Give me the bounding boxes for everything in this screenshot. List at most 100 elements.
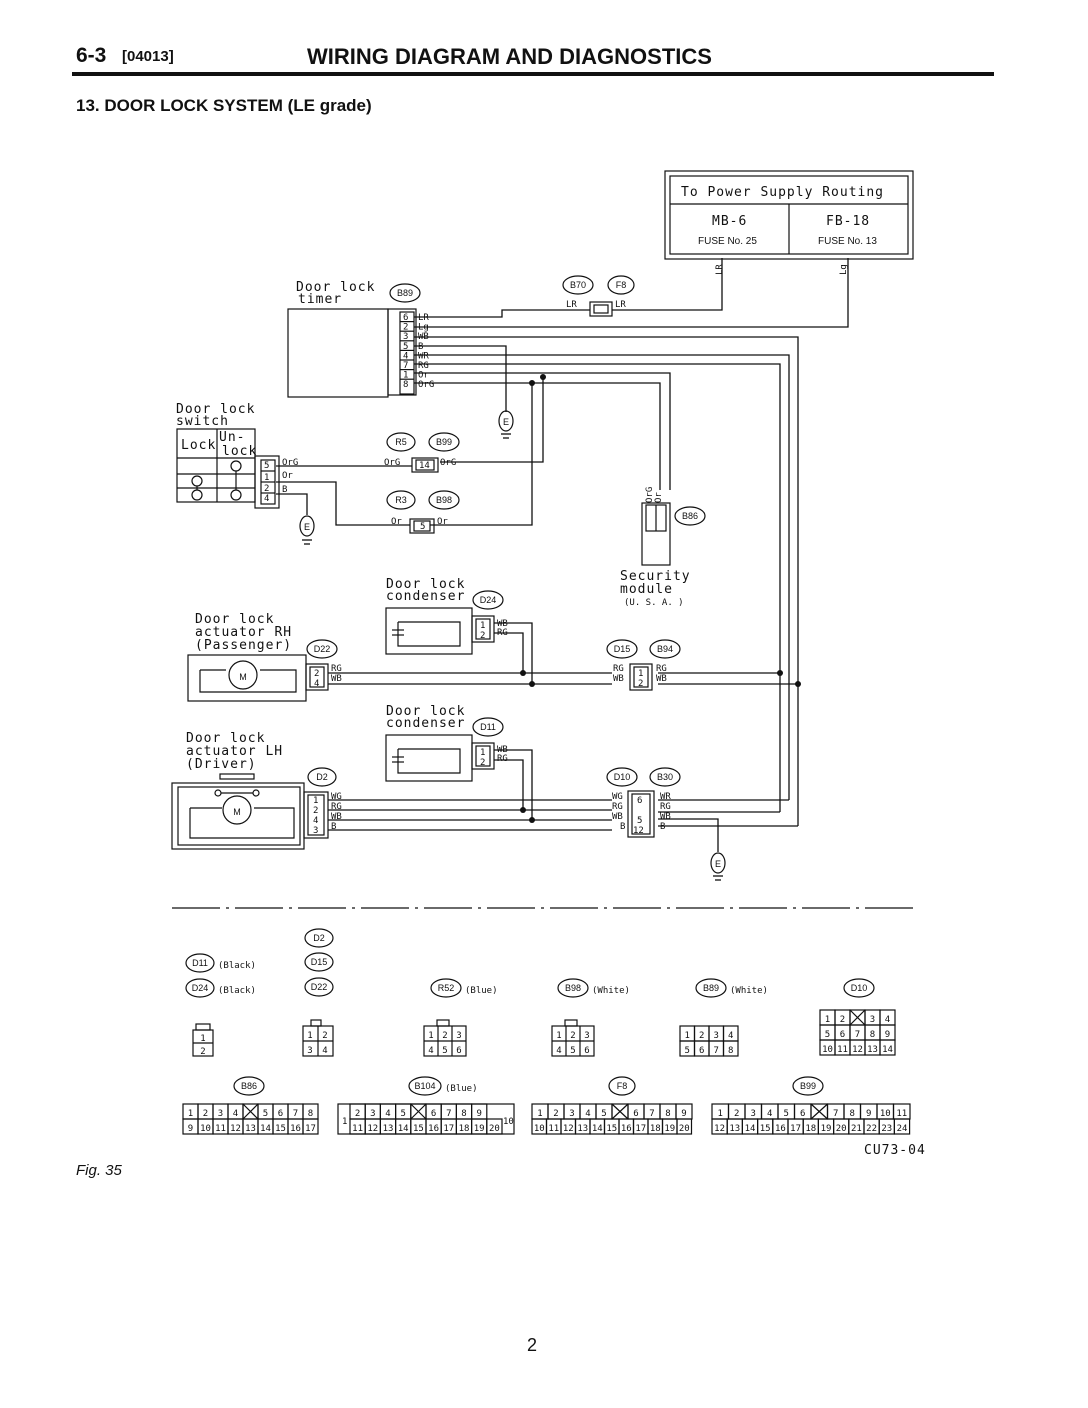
- connector-d22: [306, 639, 338, 659]
- legend-f8-pin: 20: [679, 1124, 690, 1134]
- legend-d10-pin: 5: [825, 1030, 830, 1040]
- legend-4pin-1: 1: [307, 1031, 312, 1041]
- legend-f8-pin: 15: [606, 1124, 617, 1134]
- legend-d15-label: D15: [311, 957, 328, 967]
- wire-label-wr-b30: WR: [660, 792, 671, 802]
- wire-label-b-sw: B: [282, 485, 287, 495]
- wire-label-rg-d22: RG: [331, 664, 342, 674]
- connector-b86: [674, 506, 706, 526]
- wire-label-rg-d10: RG: [612, 802, 623, 812]
- legend-b86-pin: 17: [305, 1124, 316, 1134]
- actuator-rh-label-2: actuator RH: [195, 625, 292, 640]
- legend-r52-pin-3: 3: [456, 1031, 461, 1041]
- wire-label-or-r3: Or: [391, 517, 402, 527]
- header-rule: [72, 72, 994, 76]
- connector-d2-label: D2: [316, 772, 328, 782]
- connector-b70: [562, 275, 594, 295]
- legend-b104-label: B104: [414, 1081, 435, 1091]
- legend-b86-pin: 1: [188, 1109, 193, 1119]
- connector-d24: [472, 590, 504, 610]
- legend-2pin-1: 1: [200, 1034, 205, 1044]
- wire-label-b-b30: B: [660, 822, 665, 832]
- legend-b104-pin: 14: [398, 1124, 409, 1134]
- actuator-lh-label-3: (Driver): [186, 757, 257, 772]
- condenser-d24-label-1: Door lock: [386, 577, 465, 592]
- legend-b99-pin: 20: [836, 1124, 847, 1134]
- legend-d10-pin: 14: [882, 1045, 893, 1055]
- legend-b89-pin: 1: [685, 1031, 690, 1041]
- timer-wire-label: Or: [418, 371, 429, 381]
- legend-b99-pin: 11: [896, 1109, 907, 1119]
- ground-lower: E: [710, 852, 726, 881]
- connector-b86-label: B86: [682, 511, 698, 521]
- legend-d10-pin: 8: [870, 1030, 875, 1040]
- connector-b99: [428, 432, 460, 452]
- wire-label-wb-d2: WB: [331, 812, 342, 822]
- legend-b99-pin: 17: [790, 1124, 801, 1134]
- door-lock-condenser-d11: Door lock condenser D11 1 2 WB RG: [385, 704, 533, 820]
- timer-wiring: [414, 258, 849, 826]
- connector-b94-label: B94: [657, 644, 673, 654]
- legend-d11-color: (Black): [218, 961, 256, 971]
- legend-b86-pin: 5: [263, 1109, 268, 1119]
- legend-b98-label: B98: [565, 983, 581, 993]
- switch-label-1: Door lock: [176, 402, 255, 417]
- legend-b86-pin: 7: [293, 1109, 298, 1119]
- legend-f8-pin: 19: [664, 1124, 675, 1134]
- timer-pin: 8: [403, 380, 408, 390]
- legend-f8-pin: 13: [577, 1124, 588, 1134]
- legend-f8-pin: 7: [649, 1109, 654, 1119]
- legend-f8-pin: 1: [537, 1109, 542, 1119]
- legend-d10-pin: 1: [825, 1015, 830, 1025]
- legend-d22-label: D22: [311, 982, 328, 992]
- connector-d11: [472, 717, 504, 737]
- legend-f8-cell: [676, 1118, 693, 1135]
- wire-label-rg-b30: RG: [660, 802, 671, 812]
- legend-b104-cell: [486, 1118, 503, 1135]
- legend-b86-pin: 14: [260, 1124, 271, 1134]
- wire-label-wb-b94: WB: [656, 674, 667, 684]
- r3-b98-junction: R3 B98 5 Or Or: [386, 490, 460, 534]
- rh-actuator-wiring: [328, 670, 801, 687]
- wire-label-org-b99: OrG: [440, 458, 456, 468]
- power-fb18: FB-18: [826, 214, 870, 229]
- legend-d10-label: D10: [851, 983, 868, 993]
- d2-pin-3: 3: [313, 826, 318, 836]
- switch-pin-4: 4: [264, 494, 269, 504]
- timer-wire-label: WR: [418, 351, 429, 361]
- legend-b89-pin: 8: [728, 1046, 733, 1056]
- legend-d10-pin: 3: [870, 1015, 875, 1025]
- security-label-3: (U. S. A. ): [624, 598, 684, 608]
- legend-r52-label: R52: [438, 983, 455, 993]
- wire-label-or-b98: Or: [437, 517, 448, 527]
- switch-unlock-label-1: Un-: [219, 430, 245, 445]
- section-code: [04013]: [122, 48, 174, 65]
- ground-timer: E: [498, 405, 514, 439]
- actuator-lh-label-2: actuator LH: [186, 744, 283, 759]
- legend-f8-pin: 11: [548, 1124, 559, 1134]
- legend-b86-pin: 16: [290, 1124, 301, 1134]
- connector-b30-label: B30: [657, 772, 673, 782]
- security-label-1: Security: [620, 569, 691, 584]
- pin-5: 5: [420, 522, 425, 532]
- legend-d24-label: D24: [192, 983, 209, 993]
- power-title: To Power Supply Routing: [681, 185, 884, 200]
- motor-lh-label: M: [233, 807, 241, 817]
- condenser-d11-label-1: Door lock: [386, 704, 465, 719]
- legend-b99-pin: 4: [767, 1109, 772, 1119]
- legend-b99-pin: 24: [897, 1124, 908, 1134]
- legend-b99-pin: 9: [866, 1109, 871, 1119]
- legend-r52-pin-2: 2: [442, 1031, 447, 1041]
- timer-label-1: Door lock: [296, 280, 375, 295]
- connector-f8-label: F8: [616, 280, 627, 290]
- connector-r3: [386, 490, 416, 510]
- legend-f8-pin: 18: [650, 1124, 661, 1134]
- lh-actuator-wiring: [328, 799, 798, 852]
- d11-pin-1: 1: [480, 748, 485, 758]
- connector-b30: [649, 767, 681, 787]
- connector-d11-label: D11: [480, 722, 496, 732]
- switch-pin-5: 5: [264, 461, 269, 471]
- b70-f8-junction: B70 F8 LR LR: [562, 275, 635, 317]
